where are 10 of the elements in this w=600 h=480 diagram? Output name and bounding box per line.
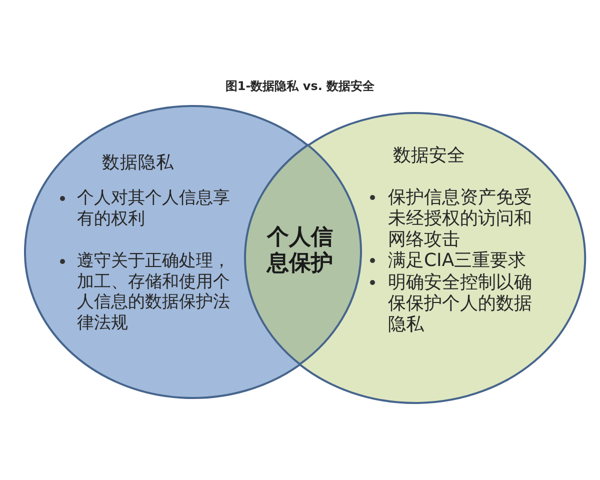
figure-title: 图1-数据隐私 vs. 数据安全 [225,79,375,93]
bullet-text: 个人对其个人信息享有的权利 [77,188,231,229]
overlap-region [244,144,362,366]
bullet-text: 保护信息资产免受未经授权的访问和网络攻击 [388,186,533,250]
bullet-text: 满足CIA三重要求 [388,250,528,270]
heading-text: 数据隐私 [102,153,174,173]
overlap-label: 个人信息保护 [267,224,334,277]
heading-text: 数据安全 [392,145,465,166]
bullet-text: 明确安全控制以确保保护个人的数据隐私 [388,272,533,334]
bullet-text: 遵守关于正确处理，加工、存储和使用个人信息的数据保护法律法规 [77,251,231,333]
